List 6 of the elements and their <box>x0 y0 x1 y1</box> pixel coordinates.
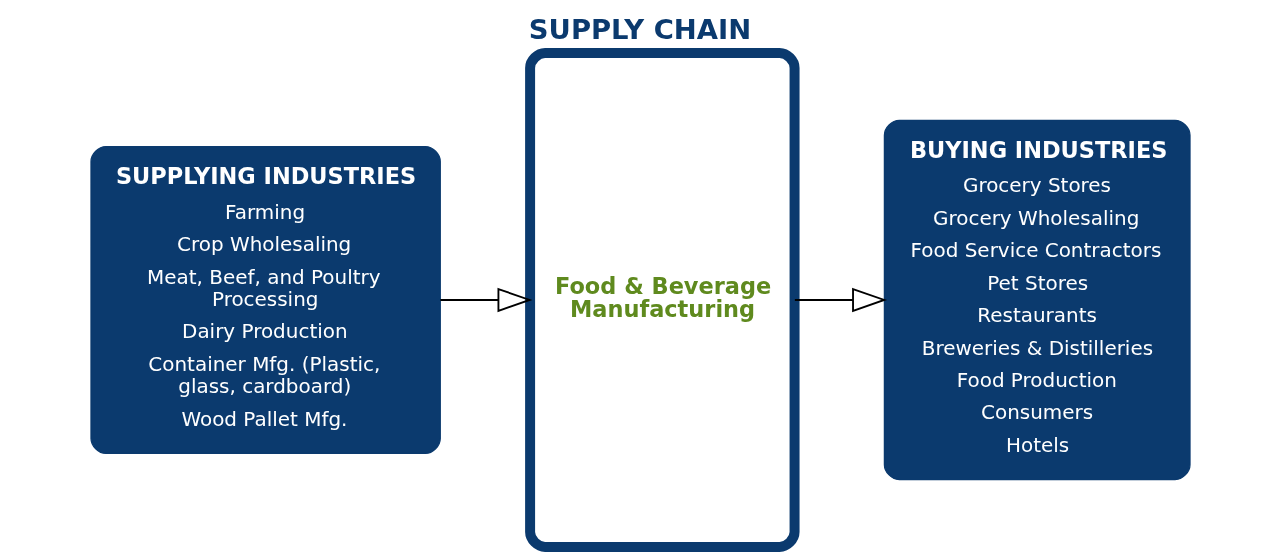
arrow <box>793 287 888 313</box>
diagram-title: SUPPLY CHAIN <box>528 13 752 45</box>
node-box: BUYING INDUSTRIES Grocery Stores Grocery Wholesaling Food Service Contractors Pet Stores Restaurants Breweries & Distilleries Food Production Consumers Hotels <box>883 119 1191 481</box>
node-box: Food & Beverage Manufacturing <box>525 47 800 552</box>
arrow <box>439 287 533 313</box>
node-box: SUPPLYING INDUSTRIES Farming Crop Wholesaling Meat, Beef, and Poultry Processing Dairy Production Container Mfg. (Plastic, glass, cardboard) Wood Pallet Mfg. <box>90 145 441 455</box>
